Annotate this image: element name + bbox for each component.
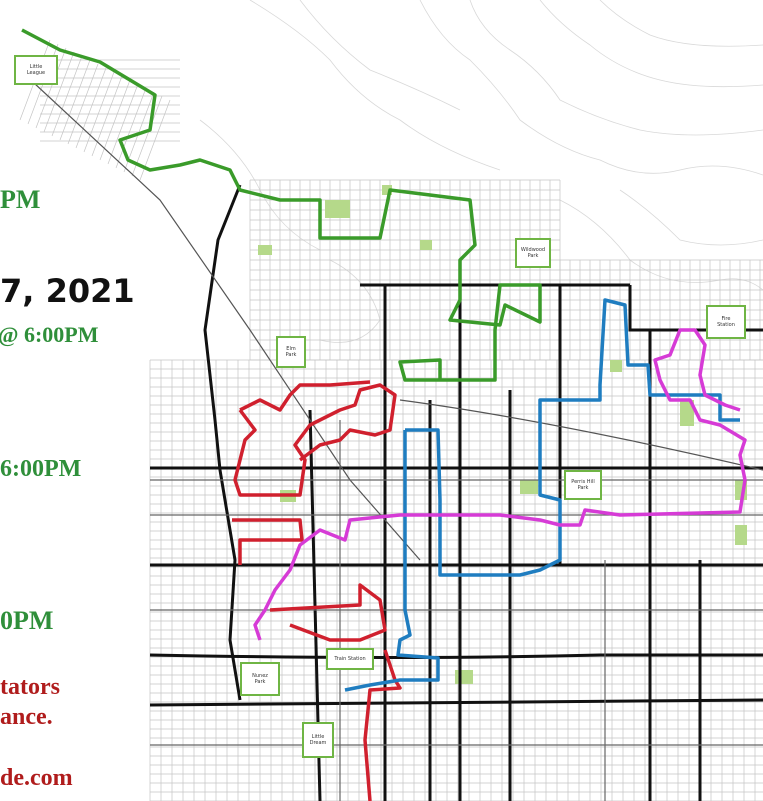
- minor-street: [83, 71, 115, 153]
- railroad: [19, 69, 763, 561]
- notice-line-1: tators: [0, 674, 60, 700]
- park-label-little-league: Little League: [14, 55, 58, 85]
- minor-street: [91, 75, 123, 157]
- notice-line-2: ance.: [0, 704, 53, 730]
- minor-street: [43, 51, 75, 133]
- park-label-train-station: Train Station: [326, 648, 374, 670]
- park-label-little-dream: Little Dream: [302, 722, 334, 758]
- event-date: 7, 2021: [0, 272, 135, 310]
- minor-street: [67, 63, 99, 145]
- minor-street: [35, 47, 67, 129]
- magenta-parade-route: [253, 328, 747, 641]
- park-label-perris-hill: Perris Hill Park: [564, 470, 602, 500]
- minor-street: [99, 79, 131, 161]
- park-label-elm: Elm Park: [276, 336, 306, 368]
- blue-parade-route: [344, 298, 740, 692]
- minor-street: [107, 83, 139, 165]
- park-label-nunez: Nunez Park: [240, 662, 280, 696]
- minor-street: [75, 67, 107, 149]
- schedule-time-4: 0PM: [0, 606, 54, 635]
- schedule-time-1: PM: [0, 185, 41, 214]
- red-parade-route: [232, 380, 402, 801]
- terrain-contours: [199, 0, 763, 343]
- schedule-time-3: 6:00PM: [0, 456, 82, 482]
- website-text: de.com: [0, 765, 73, 791]
- minor-street: [59, 59, 91, 141]
- green-parade-route: [21, 28, 542, 382]
- park-label-fire-station: Fire Station: [706, 305, 746, 339]
- major-roads: [149, 184, 763, 801]
- minor-street: [115, 87, 147, 169]
- schedule-time-2: @ 6:00PM: [0, 322, 99, 347]
- park-label-wildwood: Wildwood Park: [515, 238, 551, 268]
